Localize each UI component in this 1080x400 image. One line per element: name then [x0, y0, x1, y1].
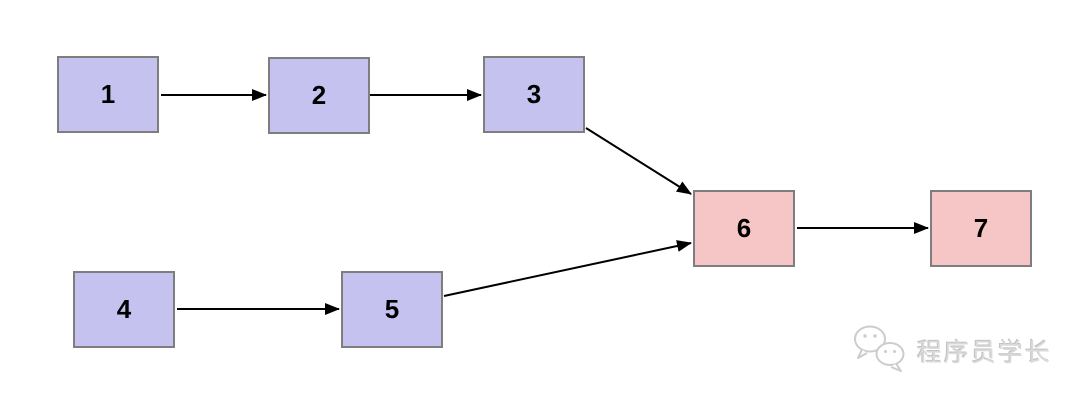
node-4: 4: [73, 271, 175, 348]
node-label: 6: [736, 213, 752, 243]
node-label: 2: [311, 80, 327, 110]
watermark: 程序员学长: [851, 323, 1052, 378]
node-label: 4: [116, 294, 132, 324]
node-label: 5: [384, 294, 400, 324]
node-label: 3: [526, 79, 542, 109]
wechat-icon: [851, 323, 909, 378]
watermark-text: 程序员学长: [916, 337, 1052, 367]
node-2: 2: [268, 57, 370, 134]
node-1: 1: [57, 56, 159, 133]
edge-5-6: [443, 240, 692, 297]
node-3: 3: [483, 56, 585, 133]
node-5: 5: [341, 271, 443, 348]
node-6: 6: [693, 190, 795, 267]
edge-3-6: [585, 127, 692, 195]
node-label: 7: [973, 213, 989, 243]
node-7: 7: [930, 190, 1032, 267]
node-label: 1: [100, 79, 116, 109]
